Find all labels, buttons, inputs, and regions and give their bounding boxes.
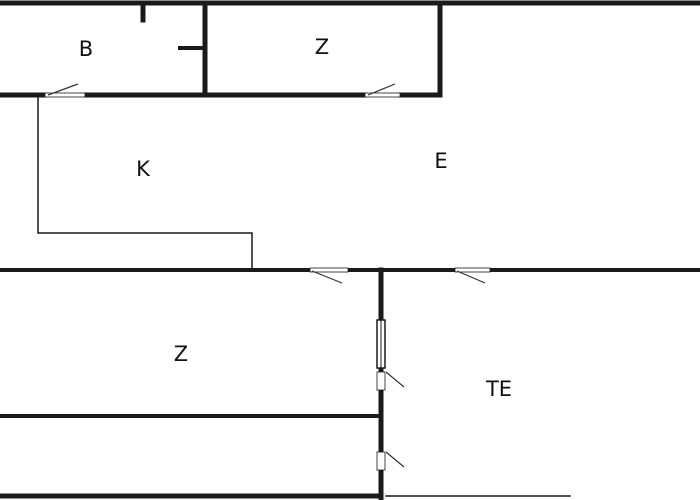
door-room-bottom [309, 267, 349, 284]
room-label-room-bottom: Z [174, 342, 188, 366]
room-label-terrace: TE [485, 377, 512, 401]
kitchen-partition [37, 94, 253, 271]
door-terrace-middle [376, 371, 405, 391]
room-label-bathroom: B [79, 37, 93, 61]
door-terrace-top [454, 267, 491, 284]
door-room-top [364, 83, 401, 98]
room-label-kitchen: K [136, 157, 151, 181]
window [376, 319, 386, 369]
room-label-room-top: Z [315, 35, 329, 59]
room-labels: B Z K E Z TE [79, 35, 512, 401]
room-label-hall: E [434, 149, 447, 173]
door-bathroom [44, 83, 86, 98]
doors [44, 83, 491, 471]
door-terrace-bottom [376, 451, 405, 471]
